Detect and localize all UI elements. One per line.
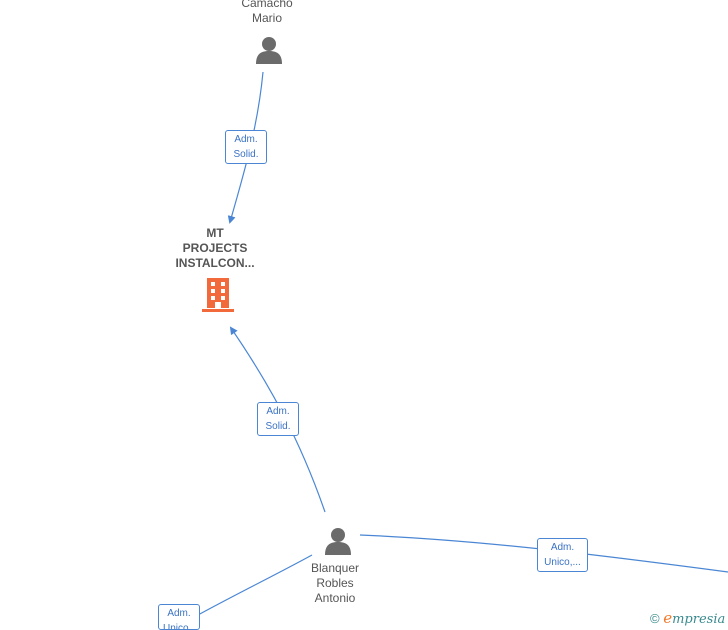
edge-label-blanquer-left[interactable]: Adm. Unico,... — [158, 604, 200, 630]
person-icon[interactable] — [325, 528, 351, 555]
person-label-camacho[interactable]: Camacho Mario — [241, 0, 293, 25]
edge-label-camacho-company[interactable]: Adm. Solid. — [225, 130, 267, 164]
building-icon[interactable] — [202, 278, 234, 312]
person-icon[interactable] — [256, 37, 282, 64]
person-label-blanquer[interactable]: Blanquer Robles Antonio — [310, 561, 360, 605]
copyright-icon: © — [650, 611, 660, 626]
company-label[interactable]: MT PROJECTS INSTALCON... — [175, 226, 255, 270]
edge-label-blanquer-right[interactable]: Adm. Unico,... — [537, 538, 588, 572]
edge-label-blanquer-company[interactable]: Adm. Solid. — [257, 402, 299, 436]
brand-logo: © empresia — [650, 609, 726, 627]
